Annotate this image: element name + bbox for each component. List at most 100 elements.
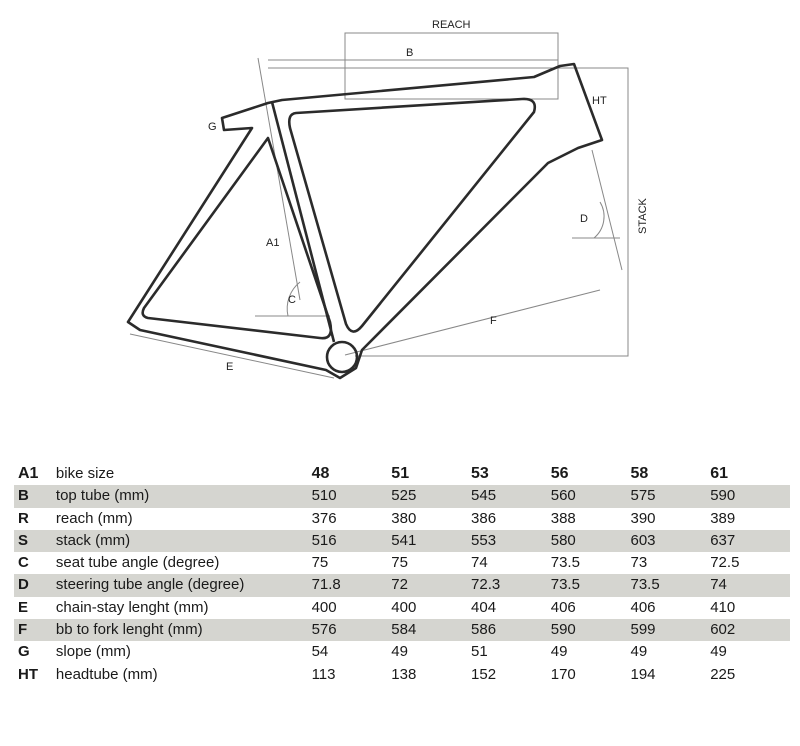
label-c: C	[288, 294, 296, 306]
dimension-lines	[129, 32, 629, 379]
table-cell: 410	[710, 598, 736, 616]
row-code: R	[18, 509, 29, 527]
frame-outer-outline	[126, 62, 604, 380]
size-header: 58	[630, 465, 649, 482]
row-label: headtube (mm)	[55, 665, 158, 683]
table-cell: 404	[471, 598, 497, 616]
row-code: G	[18, 643, 30, 661]
table-cell: 603	[630, 529, 711, 553]
c-angle-arc	[286, 281, 301, 317]
table-cell: 406	[550, 598, 576, 616]
table-cell: 54	[311, 643, 329, 661]
table-cell: 590	[710, 485, 790, 508]
label-a1: A1	[266, 237, 279, 249]
table-cell: 73.5	[630, 574, 711, 597]
table-cell: 560	[550, 485, 631, 508]
label-reach: REACH	[432, 19, 471, 31]
table-cell: 390	[630, 509, 656, 527]
row-label: top tube (mm)	[55, 485, 312, 508]
frame-geometry-diagram: REACH B HT G D STACK A1 C F E	[126, 19, 649, 380]
e-dimension-line	[129, 333, 335, 379]
table-cell: 376	[311, 509, 337, 527]
row-code: B	[14, 485, 56, 508]
label-e: E	[226, 361, 233, 373]
table-cell: 71.8	[311, 574, 392, 597]
label-g: G	[208, 121, 217, 133]
size-header: 48	[311, 465, 330, 482]
table-cell: 49	[710, 643, 727, 661]
row-code: S	[14, 529, 56, 553]
table-cell: 388	[550, 509, 576, 527]
table-cell: 75	[391, 554, 408, 572]
label-stack: STACK	[637, 197, 649, 234]
row-label: stack (mm)	[55, 529, 312, 553]
size-header: 53	[471, 465, 489, 482]
reach-box	[344, 32, 559, 100]
table-cell: 400	[391, 598, 417, 616]
label-ht: HT	[592, 95, 607, 107]
row-code: A1	[18, 465, 39, 482]
d-angle-arc	[593, 201, 605, 239]
table-cell: 575	[630, 485, 711, 508]
table-cell: 72	[391, 574, 472, 597]
size-header: 56	[550, 465, 569, 482]
table-cell: 51	[471, 643, 488, 661]
row-code: HT	[18, 665, 38, 683]
table-cell: 590	[550, 619, 631, 642]
table-cell: 72.5	[710, 554, 740, 572]
f-dimension-line	[344, 289, 601, 356]
table-cell: 576	[311, 619, 392, 642]
table-cell: 380	[391, 509, 417, 527]
table-cell: 170	[550, 665, 576, 683]
table-cell: 194	[630, 665, 656, 683]
row-label: reach (mm)	[55, 509, 133, 527]
bike-frame	[126, 62, 604, 380]
table-cell: 138	[391, 665, 417, 683]
table-cell: 49	[391, 643, 408, 661]
size-header: 51	[391, 465, 410, 482]
table-cell: 49	[550, 643, 568, 661]
row-code: E	[18, 598, 29, 616]
steering-axis-extension	[591, 149, 623, 271]
table-cell: 113	[311, 665, 336, 683]
row-label: bike size	[55, 465, 115, 482]
table-cell: 599	[630, 619, 711, 642]
row-code: F	[14, 619, 56, 642]
table-cell: 525	[391, 485, 472, 508]
table-cell: 74	[471, 554, 488, 572]
table-cell: 73.5	[550, 574, 631, 597]
row-label: chain-stay lenght (mm)	[55, 598, 209, 616]
table-cell: 152	[471, 665, 497, 683]
table-cell: 553	[471, 529, 551, 553]
table-cell: 400	[311, 598, 337, 616]
table-cell: 389	[710, 509, 736, 527]
table-cell: 74	[710, 574, 790, 597]
row-label: slope (mm)	[55, 643, 131, 661]
label-b: B	[406, 47, 413, 59]
table-cell: 72.3	[471, 574, 551, 597]
table-cell: 73.5	[550, 554, 580, 572]
table-cell: 49	[630, 643, 648, 661]
row-code: C	[18, 554, 29, 572]
label-f: F	[490, 315, 497, 327]
seat-tube-extension	[257, 57, 301, 301]
label-d: D	[580, 213, 588, 225]
front-triangle-inner	[287, 97, 537, 333]
table-cell: 516	[311, 529, 392, 553]
bottom-bracket	[325, 340, 359, 374]
table-cell: 580	[550, 529, 631, 553]
row-code: D	[14, 574, 56, 597]
table-cell: 406	[630, 598, 656, 616]
dimension-labels: REACH B HT G D STACK A1 C F E	[208, 19, 649, 373]
row-label: bb to fork lenght (mm)	[55, 619, 312, 642]
stack-box	[268, 67, 629, 357]
